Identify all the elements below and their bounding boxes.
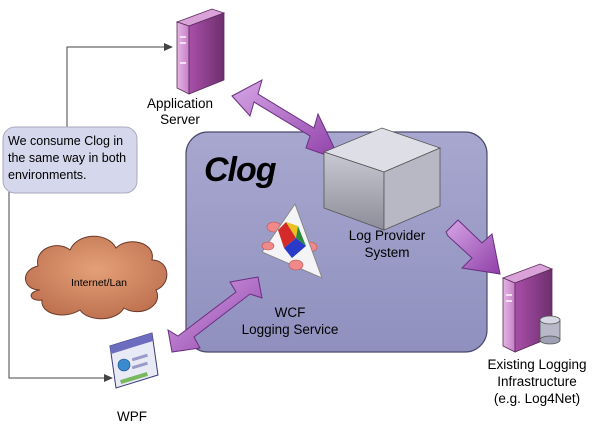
log-provider-box-icon	[322, 127, 442, 231]
existing-logging-label-2: Infrastructure	[497, 374, 577, 389]
callout-line-2: the same way in both	[8, 151, 126, 165]
application-server-label-2: Server	[160, 112, 200, 127]
callout-line-3: environments.	[8, 168, 87, 182]
clog-title: Clog	[204, 151, 277, 189]
wcf-service-icon	[261, 202, 323, 279]
connector-lines	[8, 43, 173, 382]
application-server-label-1: Application	[147, 96, 213, 111]
existing-logging-label-3: (e.g. Log4Net)	[494, 391, 580, 406]
cloud-label: Internet/Lan	[71, 277, 127, 289]
arrow-provider-to-existing	[445, 219, 501, 275]
application-server-icon	[175, 8, 226, 95]
wcf-label-1: WCF	[275, 305, 306, 320]
double-arrow-wcf-wpf	[167, 276, 263, 353]
wpf-window-icon	[109, 332, 159, 389]
existing-logging-label-1: Existing Logging	[487, 357, 586, 372]
wcf-label-2: Logging Service	[242, 322, 339, 337]
log-provider-label-1: Log Provider	[349, 228, 426, 243]
wpf-label: WPF	[117, 409, 147, 424]
log-provider-label-2: System	[364, 245, 409, 260]
callout-line-1: We consume Clog in	[8, 134, 123, 148]
cloud-icon	[25, 235, 168, 320]
callout: We consume Clog in the same way in both …	[2, 126, 138, 194]
existing-logging-server-icon	[501, 263, 554, 353]
database-icon	[539, 315, 561, 345]
